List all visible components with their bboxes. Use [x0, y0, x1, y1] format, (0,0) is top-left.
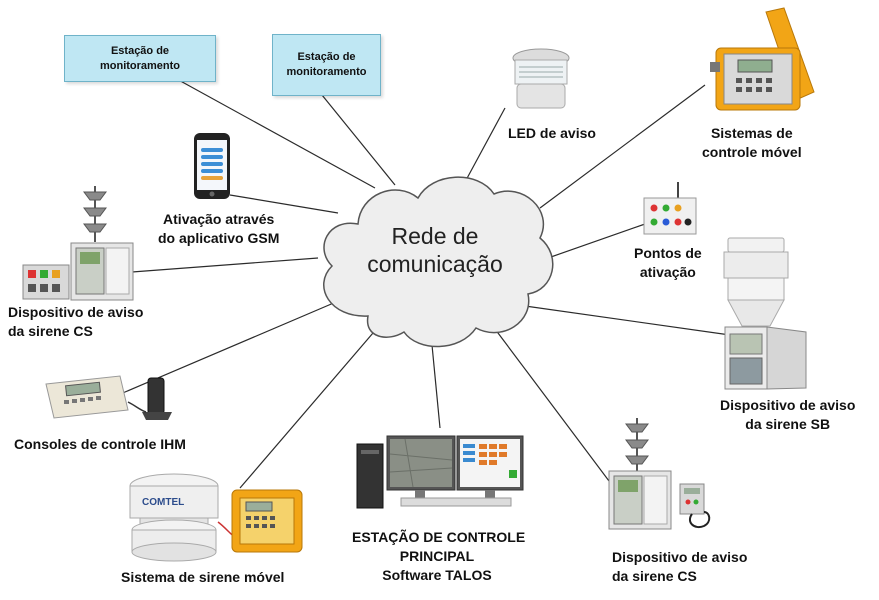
monitoring-station-box: Estação de monitoramento	[64, 35, 216, 82]
link-sb	[517, 304, 731, 336]
main-station-label: ESTAÇÃO DE CONTROLE PRINCIPAL Software T…	[352, 529, 526, 583]
monitoring-station-box: Estação de monitoramento	[272, 34, 381, 96]
cs-left-label: Dispositivo de aviso da sirene CS	[8, 304, 144, 339]
monitor-1-line-2: monitoramento	[99, 59, 181, 72]
activation-points-label: Pontos de ativação	[634, 245, 702, 280]
link-led	[464, 107, 506, 183]
mobile-siren-label: Sistema de sirene móvel	[121, 569, 285, 585]
link-monitor-2	[321, 94, 396, 186]
link-mobile-siren	[239, 332, 374, 489]
control-cabinet-icon	[70, 242, 134, 301]
link-cs-left	[131, 257, 319, 273]
button-panel-icon	[679, 483, 711, 528]
link-gsm	[229, 194, 339, 214]
siren-horn-icon	[625, 418, 649, 474]
desktop-workstation-icon	[356, 435, 524, 509]
smartphone-icon	[194, 133, 230, 199]
mobile-control-label: Sistemas de controle móvel	[702, 125, 802, 160]
siren-horn-icon	[83, 186, 107, 242]
console-icon	[45, 375, 172, 420]
link-monitor-1	[174, 77, 376, 189]
control-cabinet-icon	[724, 326, 807, 390]
hmi-label: Consoles de controle IHM	[14, 436, 186, 452]
monitor-1-line-1: Estação de	[110, 44, 170, 57]
control-cabinet-icon	[608, 470, 672, 530]
center-line-1: Rede de	[391, 223, 479, 249]
center-line-2: comunicação	[367, 251, 503, 277]
button-panel-icon	[643, 182, 697, 235]
cloud-icon	[323, 176, 554, 348]
sb-label: Dispositivo de aviso da sirene SB	[720, 397, 856, 432]
link-cs-right	[491, 324, 613, 486]
siren-horn-icon	[723, 237, 789, 327]
comtel-logo: COMTEL	[142, 497, 184, 508]
cs-right-label: Dispositivo de aviso da sirene CS	[612, 549, 748, 584]
led-warning-label: LED de aviso	[508, 125, 596, 141]
link-mobile-control	[539, 84, 706, 209]
center-label: Rede de comunicação	[340, 222, 530, 278]
monitor-2-line-1: Estação de	[297, 51, 356, 63]
gsm-app-label: Ativação através do aplicativo GSM	[158, 211, 280, 246]
dome-siren-icon: COMTEL	[129, 473, 303, 562]
orange-case-icon	[710, 7, 815, 111]
monitor-2-line-2: monitoramento	[286, 66, 367, 78]
link-main-station	[431, 344, 441, 429]
link-activation-points	[547, 223, 646, 259]
button-panel-icon	[22, 264, 70, 300]
led-beacon-icon	[512, 48, 570, 109]
